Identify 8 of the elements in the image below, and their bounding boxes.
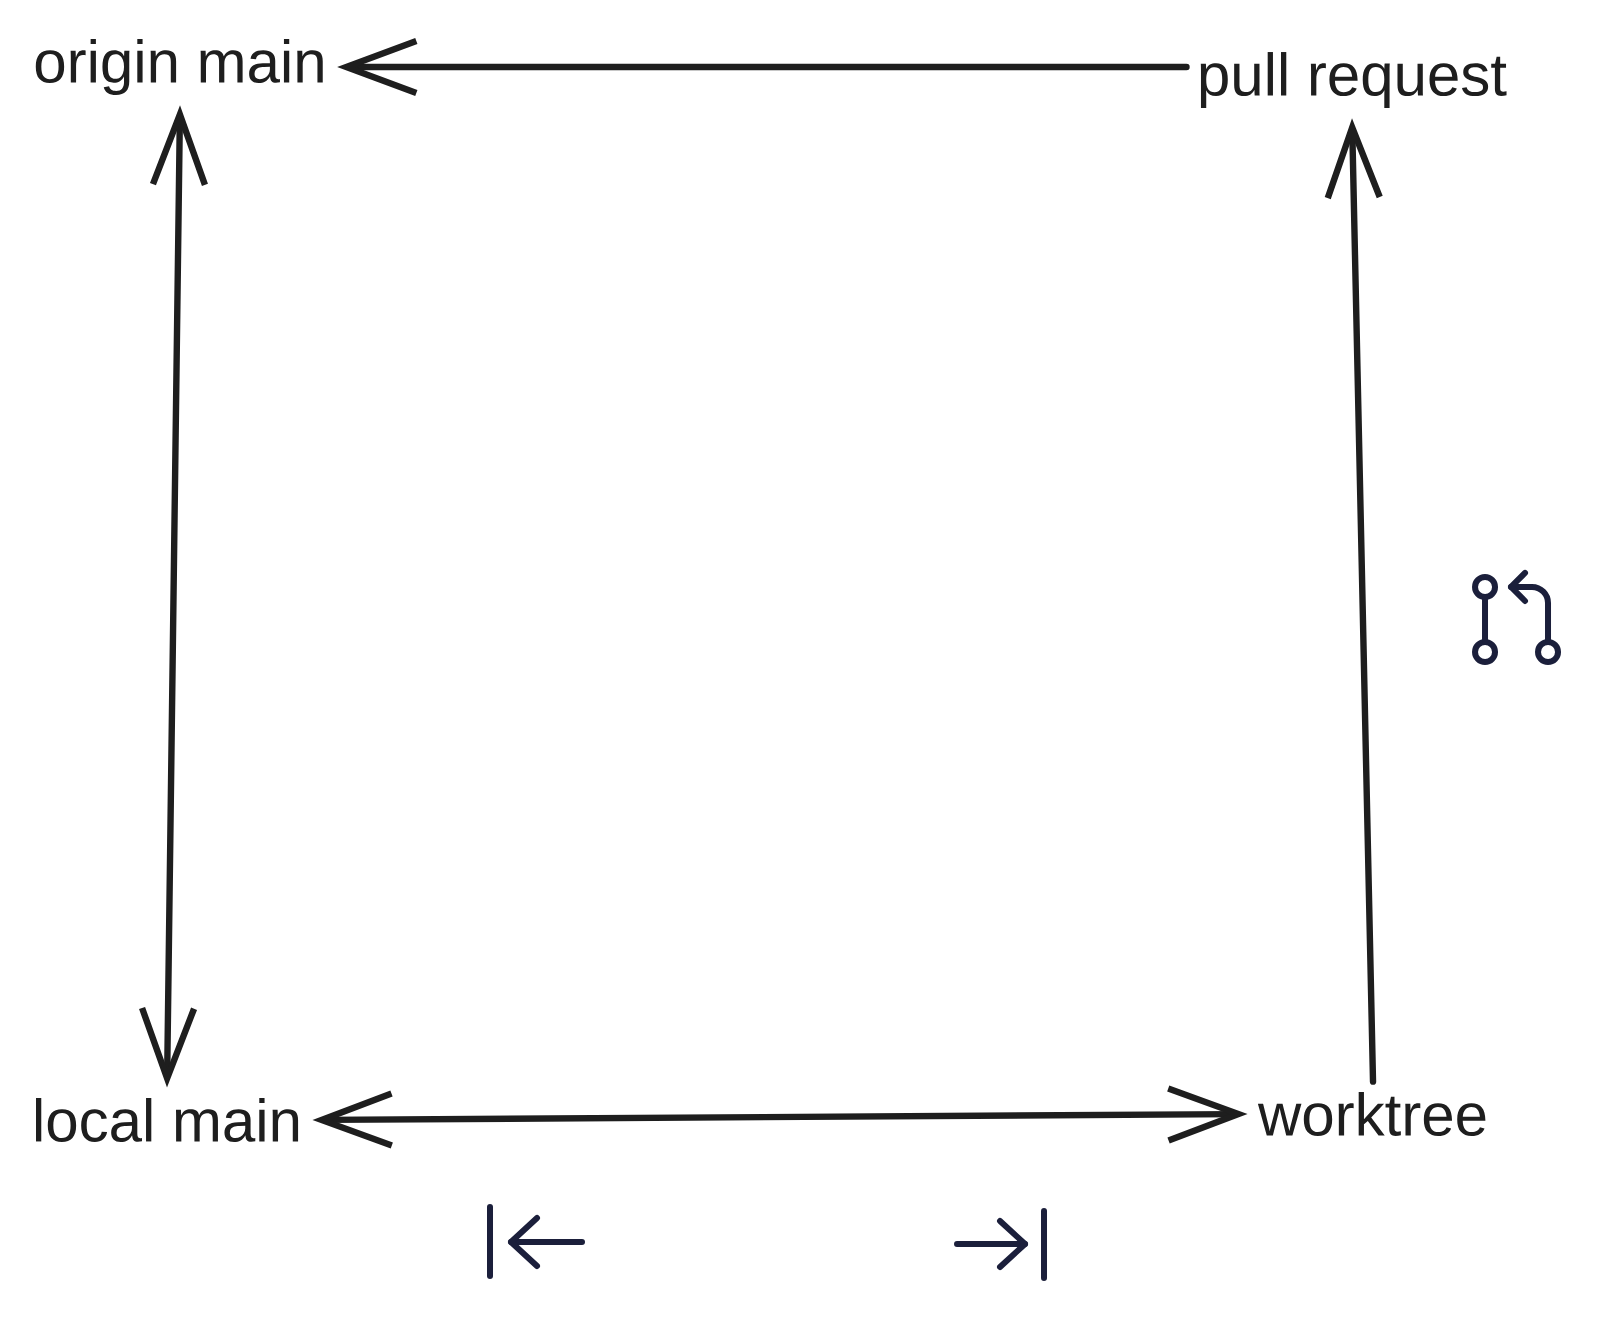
text-label: origin main: [35, 39, 323, 95]
arrow: [1324, 118, 1383, 1085]
text-label: worktree: [1257, 1091, 1486, 1137]
double-arrow: [139, 105, 208, 1088]
arrow: [337, 38, 1190, 96]
double-arrow: [312, 1085, 1248, 1149]
text-label: pull request: [1200, 52, 1507, 108]
text-label: local main: [36, 1097, 299, 1143]
